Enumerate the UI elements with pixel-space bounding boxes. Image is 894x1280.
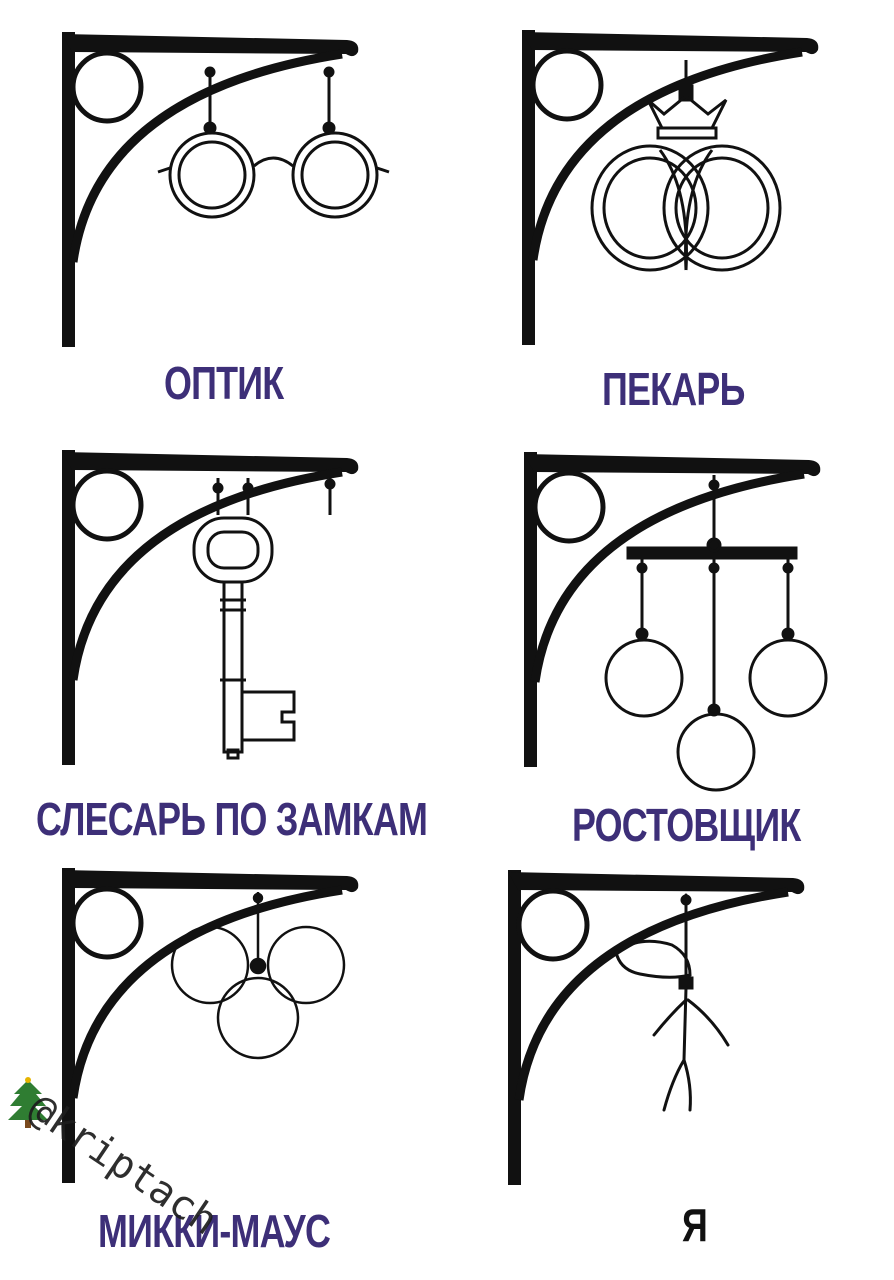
sign-mickey bbox=[62, 868, 358, 1183]
hanged-stickman-icon bbox=[614, 893, 730, 1112]
glasses-icon bbox=[157, 66, 390, 219]
caption-mickey: МИККИ-МАУС bbox=[98, 1205, 331, 1257]
three-balls-icon bbox=[604, 475, 828, 792]
mickey-silhouette-icon bbox=[170, 892, 346, 1060]
caption-optician: ОПТИК bbox=[164, 357, 284, 409]
caption-me: Я bbox=[682, 1199, 708, 1251]
sign-baker bbox=[522, 30, 818, 345]
tree-icon bbox=[8, 1077, 48, 1128]
caption-pawnbroker: РОСТОВЩИК bbox=[572, 799, 801, 851]
sign-pawnbroker bbox=[524, 452, 828, 792]
sign-locksmith bbox=[62, 450, 358, 765]
key-icon bbox=[192, 478, 336, 760]
pretzel-crown-icon bbox=[590, 60, 782, 272]
sign-me bbox=[508, 870, 804, 1185]
caption-locksmith: СЛЕСАРЬ ПО ЗАМКАМ bbox=[36, 793, 428, 845]
caption-baker: ПЕКАРЬ bbox=[602, 363, 745, 415]
sign-optician bbox=[62, 32, 390, 347]
